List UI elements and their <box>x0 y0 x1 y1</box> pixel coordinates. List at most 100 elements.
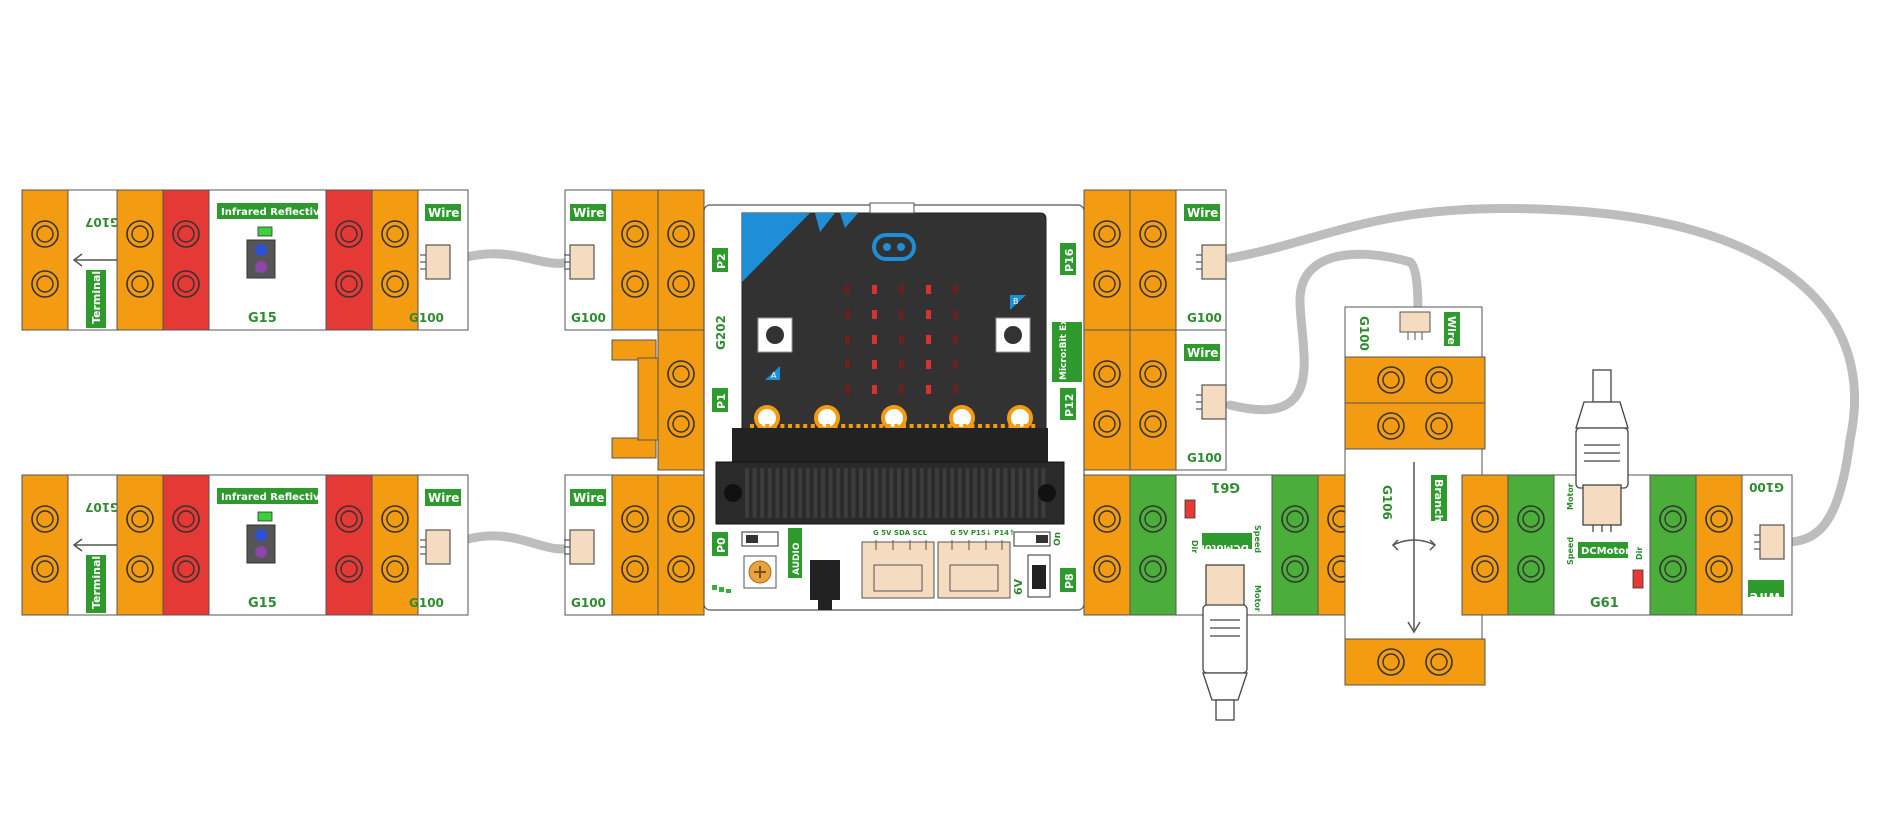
led <box>926 310 931 319</box>
sensor-code: G15 <box>248 311 277 326</box>
dc-motor-right[interactable]: Motor Speed DCMotor Dir G61 G100 Wire <box>1462 369 1793 616</box>
on-label: On <box>1053 532 1063 546</box>
motor-code: G61 <box>1211 479 1240 494</box>
pin-p1: P1 <box>715 393 728 409</box>
button-a-label: A <box>771 371 777 380</box>
header2-label: G 5V P15↓ P14↑ <box>950 529 1015 537</box>
board-title: Micro:Bit Expansion <box>1059 279 1069 380</box>
connector-tooth <box>1026 468 1031 518</box>
sensor-title: Infrared Reflective <box>221 207 327 218</box>
switch-left <box>741 531 779 547</box>
wire-label: Wire <box>1187 206 1218 220</box>
connector-tooth <box>783 468 787 518</box>
button-b-label: B <box>1013 297 1019 306</box>
edge-pad <box>947 424 952 429</box>
connector-tooth <box>942 468 947 518</box>
edge-pad <box>780 424 785 429</box>
cable-p16-to-motor <box>1225 203 1859 547</box>
edge-pad <box>772 424 777 429</box>
edge-pad <box>955 424 960 429</box>
battery-connector <box>1027 554 1051 598</box>
connector-tooth <box>745 468 749 518</box>
wire-label: Wire <box>1187 346 1218 360</box>
connector-tooth <box>1003 468 1008 518</box>
connector-tooth <box>805 468 810 518</box>
edge-pad <box>841 424 846 429</box>
edge-pad <box>810 424 815 429</box>
edge-pad <box>940 424 944 429</box>
motor-title: DCMotor <box>1581 546 1630 557</box>
edge-pad <box>765 424 770 429</box>
motor-plug-bottom <box>1202 564 1248 721</box>
led <box>953 360 958 369</box>
edge-pad <box>871 424 876 429</box>
branch-module[interactable]: Wire G100 G106 Branch <box>1344 306 1485 685</box>
infrared-sensor-top[interactable]: G107 Terminal Infrared Reflective G15 Wi… <box>22 189 469 331</box>
led <box>953 335 958 344</box>
edge-pad <box>985 424 990 429</box>
wire-label: Wire <box>573 491 604 505</box>
potentiometer <box>743 555 777 589</box>
edge-pad <box>1031 424 1036 429</box>
connector-tooth <box>798 468 803 518</box>
ir-sensor-icon <box>246 226 276 279</box>
connector-tooth <box>904 468 909 518</box>
led <box>845 360 850 369</box>
led <box>872 385 877 394</box>
dir-label: Dir <box>1190 540 1199 553</box>
edge-connector <box>715 428 1065 525</box>
wire-module-left-top[interactable]: Wire G100 <box>563 189 616 331</box>
infrared-sensor-bottom[interactable]: G107 Terminal Infrared Reflective G15 Wi… <box>22 474 469 616</box>
wire-module-right-mid[interactable]: Wire G100 <box>1175 329 1227 471</box>
edge-pad <box>1023 424 1028 429</box>
microbit-expansion-board[interactable]: P2 G202 P1 P0 P16 Micro:Bit Expansion P1… <box>611 190 1176 615</box>
connector-tooth <box>950 468 955 518</box>
led <box>899 285 904 294</box>
connector-tooth <box>775 468 780 518</box>
motor-title: DCMotor <box>1200 542 1249 553</box>
connector-tooth <box>889 468 894 518</box>
led <box>872 285 877 294</box>
connector-tooth <box>881 468 886 518</box>
connector-tooth <box>851 468 856 518</box>
connector-tooth <box>836 468 841 518</box>
speed-label: Speed <box>1566 537 1575 565</box>
connector-tooth <box>988 468 993 518</box>
edge-pads <box>754 405 1033 431</box>
wire-module-right-top[interactable]: Wire G100 <box>1175 189 1227 331</box>
edge-pad <box>1000 424 1005 429</box>
led <box>872 360 877 369</box>
connector-tooth <box>980 468 985 518</box>
wire-label: Wire <box>1750 590 1781 604</box>
edge-pad <box>917 424 922 429</box>
connector-tooth <box>760 468 765 518</box>
motor-label: Motor <box>1253 585 1262 612</box>
board-code: G202 <box>714 315 728 350</box>
cable-p12-to-branch <box>1225 249 1423 415</box>
wire-module-left-bottom[interactable]: Wire G100 <box>563 474 616 616</box>
led <box>953 310 958 319</box>
pin-p2: P2 <box>715 253 728 269</box>
led <box>845 335 850 344</box>
edge-pad <box>848 424 853 429</box>
branch-code: G106 <box>1380 485 1394 520</box>
motor-label: Motor <box>1566 483 1575 510</box>
terminal-code: G107 <box>85 500 120 514</box>
edge-pad <box>818 424 823 429</box>
edge-pad <box>993 424 998 429</box>
header-connector-2 <box>937 540 1011 599</box>
branch-connector <box>1399 311 1431 340</box>
wire-label: Wire <box>573 206 604 220</box>
dir-label: Dir <box>1635 547 1644 560</box>
led-indicators <box>712 585 731 593</box>
connector-tooth <box>919 468 924 518</box>
edge-pad <box>978 424 982 429</box>
sensor-title: Infrared Reflective <box>221 492 327 503</box>
connector-tooth <box>843 468 848 518</box>
sensor-code: G15 <box>248 596 277 611</box>
dc-motor-left[interactable]: G61 Dir DCMotor Speed Motor <box>1130 474 1364 721</box>
terminal-label: Terminal <box>90 556 103 609</box>
connector-tooth <box>1033 468 1038 518</box>
branch-label: Branch <box>1432 479 1445 522</box>
